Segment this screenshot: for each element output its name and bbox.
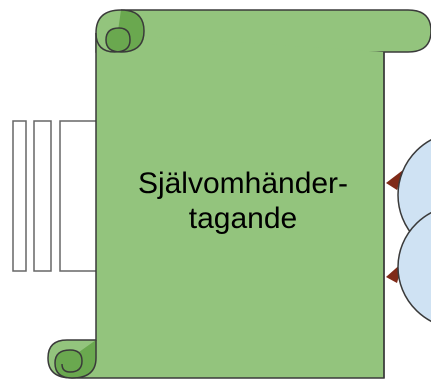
stacked-pages-icon bbox=[12, 120, 103, 272]
cloud-bubble-bottom bbox=[397, 211, 431, 323]
cloud-bubbles-icon bbox=[386, 139, 431, 323]
connector-arrow-top bbox=[386, 170, 403, 190]
page-sheet-2 bbox=[33, 120, 52, 272]
scroll-label-line-2: tagande bbox=[188, 202, 298, 235]
scroll-top-curl bbox=[105, 9, 145, 53]
scroll-top-curl-edge bbox=[95, 32, 116, 53]
page-sheet-3 bbox=[59, 120, 103, 272]
scroll-bottom-curl bbox=[54, 340, 97, 379]
scroll-label-line-1: Självomhänder- bbox=[137, 167, 349, 200]
paper-scroll-icon bbox=[47, 9, 431, 379]
scroll-label: Självomhänder- tagande bbox=[98, 166, 388, 236]
page-sheet-1 bbox=[12, 120, 27, 272]
